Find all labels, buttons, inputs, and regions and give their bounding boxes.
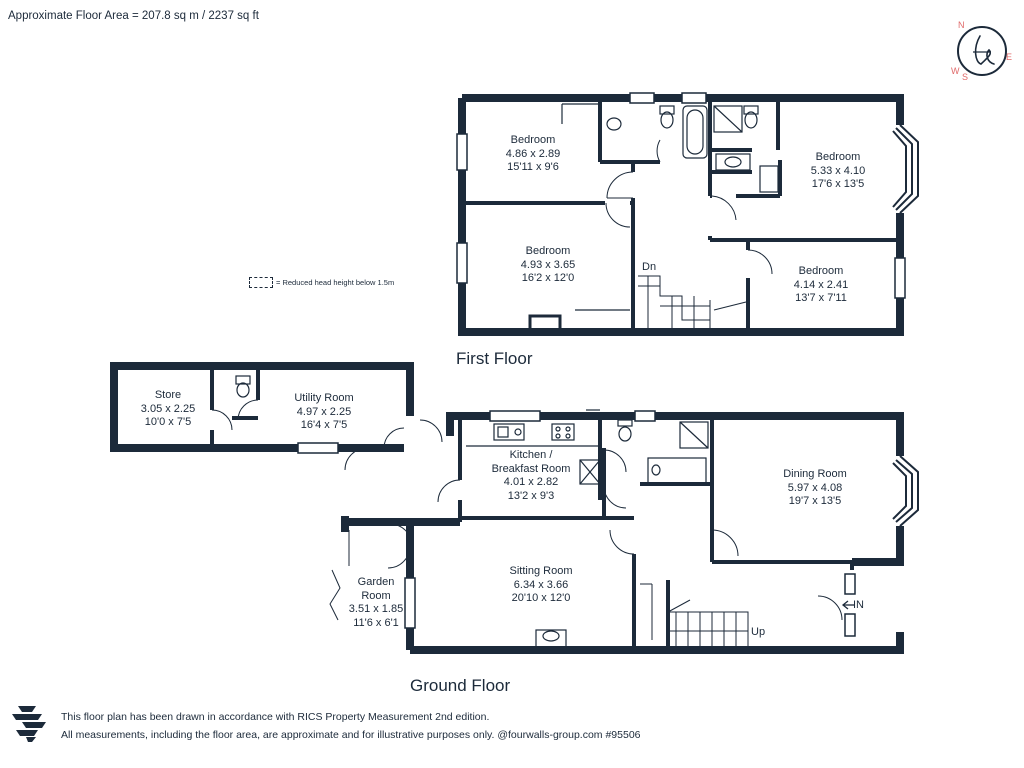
room-imperial: 16'4 x 7'5: [300, 419, 348, 431]
ground-floor-bay-window: [892, 455, 919, 527]
room-label-kitchen: Kitchen / Breakfast Room 4.01 x 2.82 13'…: [492, 449, 571, 503]
brand-logo-icon: [973, 35, 995, 65]
room-metric: 4.14 x 2.41: [793, 278, 849, 291]
room-imperial: 13'7 x 7'11: [795, 292, 847, 304]
room-metric: 4.93 x 3.65: [520, 258, 576, 271]
room-label-store: Store 3.05 x 2.25 10'0 x 7'5: [141, 389, 195, 430]
entrance-arrow-icon: [841, 600, 854, 610]
compass-logo: N E W S: [948, 20, 1020, 84]
room-name: Dining Room: [783, 468, 847, 480]
ground-floor-windows: [297, 410, 856, 637]
room-label-bedroom-1: Bedroom 4.86 x 2.89 15'11 x 9'6: [506, 134, 560, 175]
ground-floor-stairs: [667, 599, 749, 651]
room-label-dining-room: Dining Room 5.97 x 4.08 19'7 x 13'5: [783, 468, 847, 509]
dashed-box-icon: [249, 277, 273, 288]
footer-line-2: All measurements, including the floor ar…: [61, 729, 641, 741]
footer-line-1: This floor plan has been drawn in accord…: [61, 711, 490, 723]
room-imperial: 16'2 x 12'0: [521, 272, 575, 284]
stair-up-label: Up: [751, 626, 766, 638]
room-name: Bedroom: [525, 245, 571, 257]
first-floor-windows: [456, 92, 906, 299]
room-name-line2: Breakfast Room: [491, 462, 571, 475]
compass-south: S: [962, 72, 969, 82]
room-name: Bedroom: [798, 265, 844, 277]
room-label-utility-room: Utility Room 4.97 x 2.25 16'4 x 7'5: [294, 392, 353, 433]
room-name: Kitchen /: [509, 449, 553, 461]
compass-west: W: [951, 66, 960, 76]
room-imperial: 10'0 x 7'5: [144, 416, 192, 428]
room-imperial: 17'6 x 13'5: [811, 178, 865, 190]
reduced-head-height-legend: = Reduced head height below 1.5m: [249, 277, 394, 288]
room-name: Garden: [357, 576, 395, 588]
first-floor-stairs: [638, 275, 747, 332]
first-floor-bay-window: [892, 124, 919, 214]
room-label-bedroom-2: Bedroom 5.33 x 4.10 17'6 x 13'5: [811, 151, 865, 192]
fourwalls-logo-icon: [8, 702, 50, 744]
room-name: Utility Room: [294, 392, 354, 404]
room-name: Store: [154, 389, 182, 401]
room-imperial: 11'6 x 6'1: [353, 616, 399, 629]
floor-area-text: Approximate Floor Area = 207.8 sq m / 22…: [8, 10, 259, 22]
room-imperial: 13'2 x 9'3: [507, 489, 555, 502]
first-floor-fixtures: [528, 103, 779, 332]
room-metric: 5.33 x 4.10: [810, 164, 866, 177]
room-metric: 4.97 x 2.25: [296, 405, 352, 418]
first-floor-title: First Floor: [456, 349, 533, 368]
brand-logo-circle: [957, 26, 1007, 76]
stair-down-label: Dn: [642, 261, 657, 273]
room-label-bedroom-4: Bedroom 4.14 x 2.41 13'7 x 7'11: [794, 265, 848, 306]
ground-floor-title: Ground Floor: [410, 676, 511, 695]
room-label-bedroom-3: Bedroom 4.93 x 3.65 16'2 x 12'0: [521, 245, 575, 286]
room-name-line2: Room: [361, 589, 391, 602]
entrance-label: IN: [853, 599, 864, 611]
first-floor-internal-walls: [462, 98, 900, 332]
room-label-garden-room: Garden Room 3.51 x 1.85 11'6 x 6'1: [349, 576, 403, 630]
ground-floor-fixtures: [235, 375, 709, 649]
room-name: Bedroom: [815, 151, 861, 163]
room-metric: 6.34 x 3.66: [513, 578, 569, 591]
legend-text: = Reduced head height below 1.5m: [276, 278, 395, 287]
room-imperial: 20'10 x 12'0: [511, 592, 571, 604]
room-name: Bedroom: [510, 134, 556, 146]
room-metric: 4.01 x 2.82: [503, 476, 559, 488]
ground-floor-walls: [110, 362, 904, 654]
room-metric: 3.05 x 2.25: [140, 402, 196, 415]
room-name: Sitting Room: [509, 565, 573, 577]
room-metric: 4.86 x 2.89: [505, 147, 561, 160]
room-metric: 3.51 x 1.85: [348, 603, 404, 615]
compass-north: N: [958, 20, 965, 30]
first-floor-doors: [605, 139, 773, 275]
compass-east: E: [1006, 52, 1013, 62]
room-imperial: 15'11 x 9'6: [507, 161, 559, 173]
room-metric: 5.97 x 4.08: [787, 481, 843, 494]
ground-floor-doors: [211, 399, 843, 640]
room-imperial: 19'7 x 13'5: [788, 495, 842, 507]
room-label-sitting-room: Sitting Room 6.34 x 3.66 20'10 x 12'0: [510, 565, 573, 606]
